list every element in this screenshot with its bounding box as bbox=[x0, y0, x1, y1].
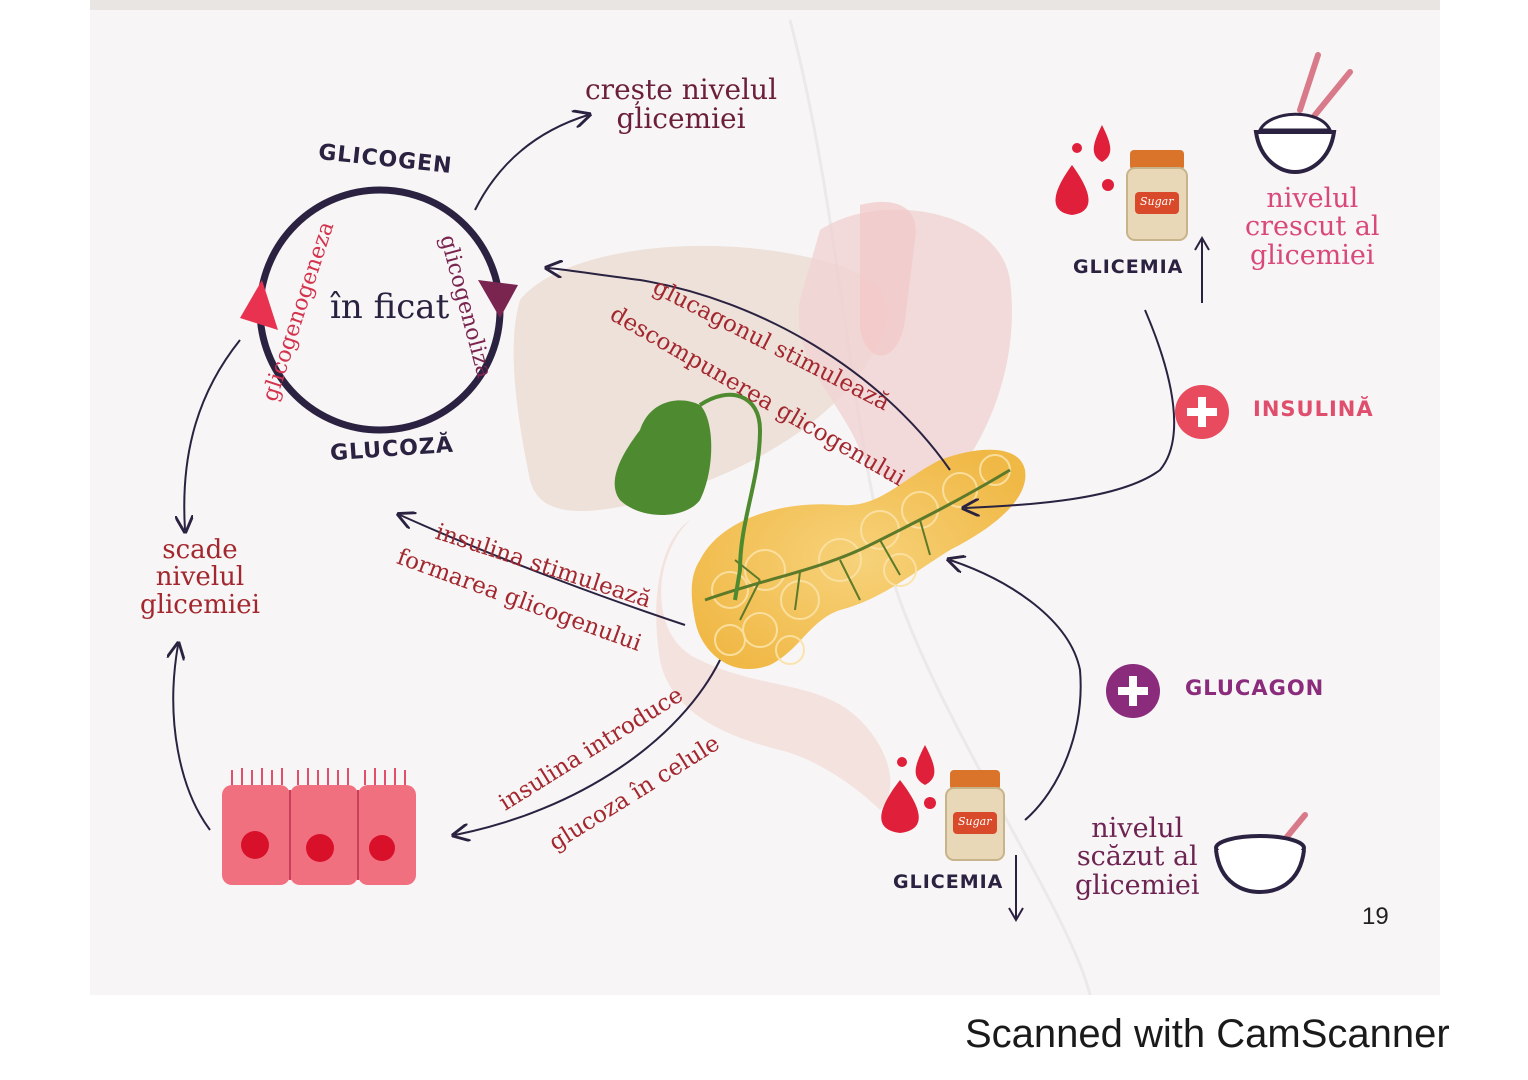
low-glycemia-desc: nivelul scăzut al glicemiei bbox=[1075, 813, 1200, 901]
plus-icon bbox=[1175, 385, 1229, 439]
sugar-jar-icon bbox=[1126, 150, 1188, 241]
empty-bowl-icon bbox=[1214, 812, 1308, 895]
insulin-label: INSULINĂ bbox=[1253, 397, 1374, 421]
up-arrow-icon bbox=[1194, 236, 1210, 303]
page-number: 19 bbox=[1362, 903, 1389, 930]
pancreas bbox=[691, 449, 1026, 669]
low-jar-text: Sugar bbox=[958, 815, 992, 828]
high-jar-text: Sugar bbox=[1140, 195, 1174, 208]
down-arrow-icon bbox=[1008, 855, 1024, 922]
glucagon-label: GLUCAGON bbox=[1185, 676, 1325, 700]
rice-bowl-icon bbox=[1253, 52, 1353, 175]
flow-arrows bbox=[173, 115, 1176, 835]
arrow-to-increase bbox=[474, 115, 588, 211]
high-glycemia-desc: nivelul crescut al glicemiei bbox=[1245, 183, 1380, 271]
gallbladder bbox=[614, 392, 763, 601]
liver-cycle bbox=[240, 186, 518, 434]
arrow-cells-to-decrease bbox=[173, 645, 211, 831]
organ-background bbox=[513, 201, 1012, 810]
arrow-insulin-to-liver bbox=[400, 515, 686, 626]
high-glycemia-label: GLICEMIA bbox=[1073, 256, 1184, 278]
left-cycle-arrowhead bbox=[240, 280, 278, 330]
blood-drops-icon bbox=[1055, 125, 1114, 215]
increase-glycemia-label: crește nivelul glicemiei bbox=[585, 73, 778, 136]
decrease-glycemia-label: scade nivelul glicemiei bbox=[140, 535, 260, 620]
sugar-jar-icon bbox=[945, 770, 1005, 861]
arrow-to-decrease bbox=[184, 339, 241, 530]
plus-icon bbox=[1106, 664, 1160, 718]
low-glycemia-label: GLICEMIA bbox=[893, 871, 1004, 893]
scanner-footer: Scanned with CamScanner bbox=[965, 1012, 1450, 1056]
arrow-glucagon-to-liver bbox=[548, 268, 951, 471]
blood-drops-icon bbox=[881, 745, 936, 833]
cells-icon bbox=[222, 768, 416, 885]
arrow-high-to-pancreas bbox=[965, 309, 1176, 508]
right-cycle-arrowhead bbox=[478, 280, 518, 318]
arrow-low-to-pancreas bbox=[950, 560, 1082, 821]
arrow-to-cells bbox=[455, 659, 721, 835]
liver-label: în ficat bbox=[330, 287, 450, 327]
